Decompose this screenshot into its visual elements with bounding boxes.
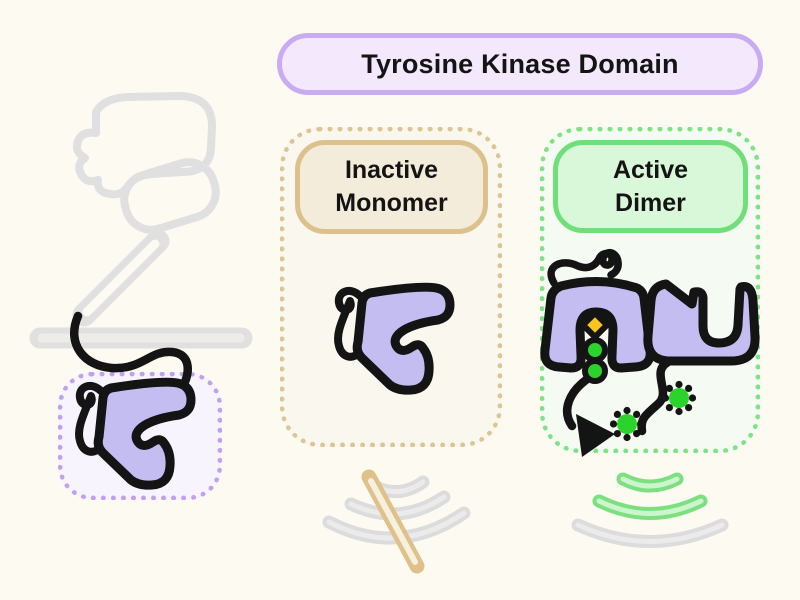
signal-active-icon: [571, 472, 729, 548]
transmembrane-helix-icon: [72, 229, 170, 327]
signal-blocked-icon: [322, 469, 471, 574]
inactive-monomer-label: Inactive Monomer: [335, 156, 448, 217]
panel-active-dimer: Active Dimer: [540, 127, 760, 453]
page-title-label: Tyrosine Kinase Domain: [361, 48, 679, 79]
kinase-highlight-box: [58, 372, 222, 500]
page-title: Tyrosine Kinase Domain: [277, 33, 763, 95]
inactive-monomer-badge: Inactive Monomer: [295, 140, 488, 234]
active-dimer-label: Active Dimer: [612, 155, 689, 217]
receptor-outline-icon: [72, 92, 220, 234]
panel-inactive-monomer: Inactive Monomer: [280, 127, 502, 447]
active-dimer-badge: Active Dimer: [553, 140, 748, 233]
